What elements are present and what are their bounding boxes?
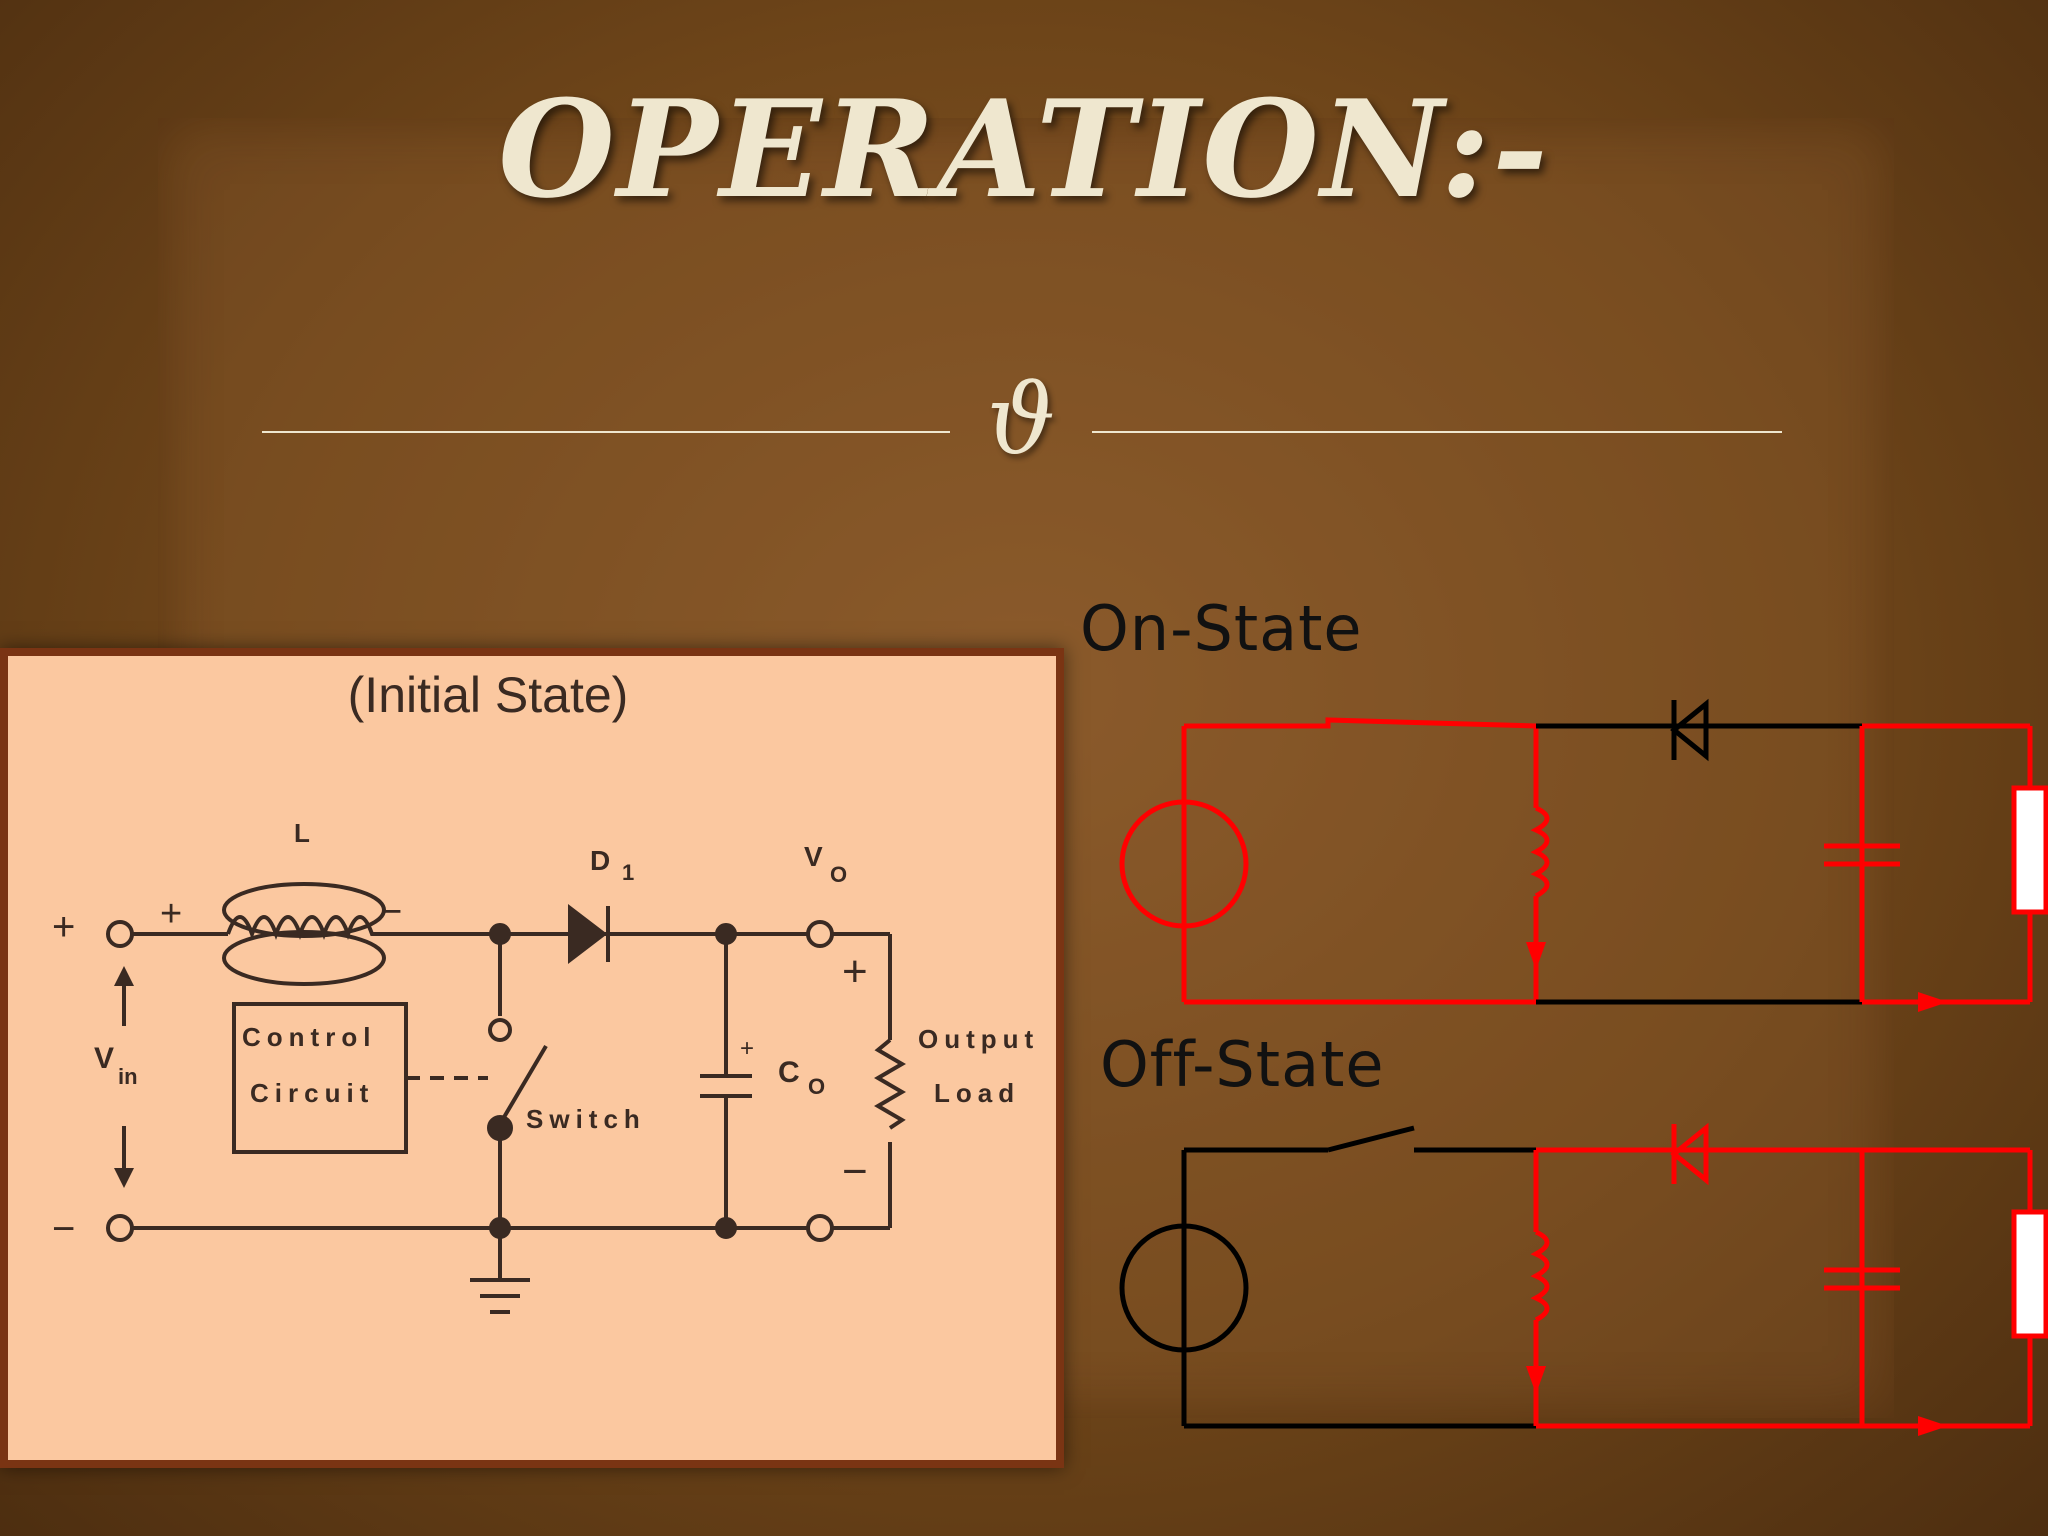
diode-symbol <box>568 903 608 965</box>
off-state-label: Off-State <box>1100 1028 1385 1101</box>
inductor-plus: + <box>160 893 182 935</box>
inductor-coil <box>226 915 380 941</box>
vout-sub: O <box>830 862 847 887</box>
cap-plus: + <box>740 1035 754 1062</box>
off-load-resistor <box>2011 1209 2048 1339</box>
output-plus: + <box>842 947 868 996</box>
off-switch-blade <box>1327 1125 1415 1153</box>
off-diode-symbol <box>1670 1122 1709 1186</box>
cap-sub: O <box>808 1074 825 1099</box>
initial-state-circuit: (Initial State) L D 1 V O + − V in + − C… <box>52 667 1039 1314</box>
inductor-core-top <box>222 882 386 938</box>
vin-plus-terminal <box>106 920 134 948</box>
switch-blade <box>498 1044 548 1126</box>
inductor-minus: − <box>380 891 402 933</box>
off-state-circuit <box>1119 1122 2048 1436</box>
vout-plus-terminal <box>806 920 834 948</box>
output-minus: − <box>842 1147 868 1196</box>
vin-minus: − <box>52 1207 75 1251</box>
initial-state-figure: (Initial State) L D 1 V O + − V in + − C… <box>0 648 1064 1468</box>
diode-sub: 1 <box>622 860 634 885</box>
divider-right <box>1092 431 1782 433</box>
slide-title: OPERATION:- <box>498 70 1550 228</box>
initial-state-title: (Initial State) <box>348 667 629 723</box>
output-label-1: Output <box>918 1024 1039 1054</box>
diode-label: D <box>590 845 610 876</box>
on-source-symbol <box>1119 799 1249 929</box>
ornament-glyph: ϑ <box>986 364 1056 476</box>
divider-left <box>262 431 950 433</box>
vout-minus-terminal <box>806 1214 834 1242</box>
load-resistor <box>874 1038 906 1130</box>
vin-label: V <box>94 1042 114 1075</box>
vin-plus: + <box>52 905 75 949</box>
inductor-label: L <box>294 818 310 848</box>
vin-minus-terminal <box>106 1214 134 1242</box>
inductor-core-bottom <box>222 930 386 986</box>
output-label-2: Load <box>934 1078 1020 1108</box>
switch-label: Switch <box>526 1104 646 1134</box>
state-circuits <box>1119 698 2048 1436</box>
vout-label: V <box>804 841 823 872</box>
on-state-circuit <box>1119 698 2048 1012</box>
on-load-resistor <box>2011 785 2048 915</box>
off-source-symbol <box>1119 1223 1249 1353</box>
control-label-1: Control <box>242 1022 376 1052</box>
control-label-2: Circuit <box>250 1078 374 1108</box>
on-diode-symbol <box>1670 698 1709 762</box>
vin-sub: in <box>118 1064 138 1089</box>
cap-label: C <box>778 1056 800 1089</box>
on-state-label: On-State <box>1080 592 1363 665</box>
